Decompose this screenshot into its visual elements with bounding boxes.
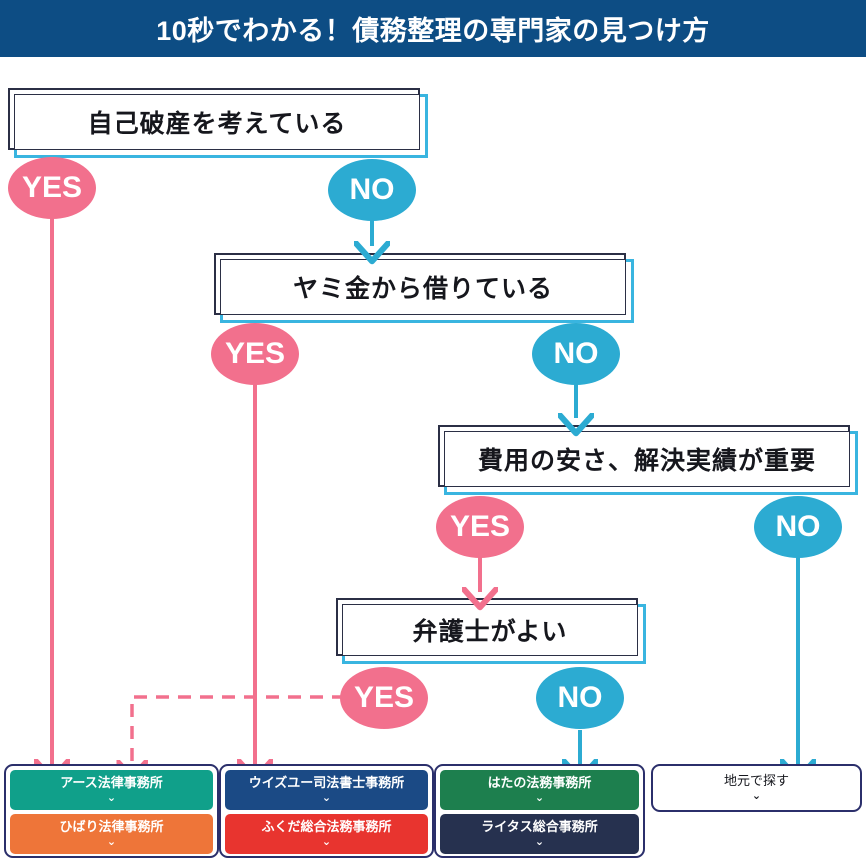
decision-label-q1: 自己破産を考えている (87, 110, 347, 138)
decision-box-q3: 費用の安さ、解決実績が重要 (438, 425, 858, 495)
chevron-down-icon: ⌄ (534, 835, 545, 848)
decision-box-q2: ヤミ金から借りている (214, 253, 634, 323)
badge-q3-no[interactable]: NO (754, 496, 842, 558)
result-card-raitasu[interactable]: ライタス総合事務所 ⌄ (440, 814, 639, 854)
badge-q4-no[interactable]: NO (536, 667, 624, 729)
result-card-label: ウイズユー司法書士事務所 (248, 775, 405, 791)
result-card-label: はたの法務事務所 (487, 775, 592, 791)
page-header: 10秒でわかる！債務整理の専門家の見つけ方 (0, 0, 866, 57)
result-group-2: ウイズユー司法書士事務所 ⌄ ふくだ総合法務事務所 ⌄ (219, 764, 434, 858)
chevron-down-icon: ⌄ (106, 835, 117, 848)
result-group-1: アース法律事務所 ⌄ ひばり法律事務所 ⌄ (4, 764, 219, 858)
badge-q2-yes-label: YES (224, 337, 286, 370)
result-card-earth[interactable]: アース法律事務所 ⌄ (10, 770, 213, 810)
result-local-search[interactable]: 地元で探す ⌄ (651, 764, 862, 812)
result-card-label: ふくだ総合法務事務所 (261, 819, 392, 835)
result-local-search-label: 地元で探す (723, 772, 789, 788)
chevron-down-icon: ⌄ (321, 791, 332, 804)
page-title: 10秒でわかる！債務整理の専門家の見つけ方 (156, 16, 710, 46)
decision-box-body: ヤミ金から借りている (220, 259, 626, 315)
chevron-down-icon: ⌄ (751, 790, 762, 803)
result-group-3: はたの法務事務所 ⌄ ライタス総合事務所 ⌄ (434, 764, 645, 858)
badge-q2-no-label: NO (553, 337, 599, 370)
connector-q4-yes-dashed (132, 695, 345, 764)
badge-q1-no-label: NO (349, 173, 395, 206)
decision-label-q2: ヤミ金から借りている (292, 275, 553, 303)
chevron-down-icon: ⌄ (321, 835, 332, 848)
badge-q4-yes[interactable]: YES (340, 667, 428, 729)
result-card-withyou[interactable]: ウイズユー司法書士事務所 ⌄ (225, 770, 428, 810)
decision-label-q4: 弁護士がよい (412, 618, 568, 646)
decision-box-body: 費用の安さ、解決実績が重要 (444, 431, 850, 487)
decision-box-q4: 弁護士がよい (336, 598, 646, 664)
result-card-label: アース法律事務所 (60, 775, 163, 791)
chevron-down-icon: ⌄ (106, 791, 117, 804)
decision-box-body: 自己破産を考えている (14, 94, 420, 150)
decision-box-q1: 自己破産を考えている (8, 88, 428, 158)
badge-q2-yes[interactable]: YES (211, 323, 299, 385)
decision-box-body: 弁護士がよい (342, 604, 638, 656)
badge-q1-yes[interactable]: YES (8, 157, 96, 219)
badge-q3-yes[interactable]: YES (436, 496, 524, 558)
chevron-down-icon: ⌄ (534, 791, 545, 804)
badge-q3-no-label: NO (775, 510, 821, 543)
result-card-hibari[interactable]: ひばり法律事務所 ⌄ (10, 814, 213, 854)
badge-q1-yes-label: YES (21, 171, 83, 204)
result-card-label: ひばり法律事務所 (59, 819, 164, 835)
badge-q4-no-label: NO (557, 681, 603, 714)
badge-q4-yes-label: YES (353, 681, 415, 714)
result-card-hatano[interactable]: はたの法務事務所 ⌄ (440, 770, 639, 810)
badge-q3-yes-label: YES (449, 510, 511, 543)
badge-q2-no[interactable]: NO (532, 323, 620, 385)
badge-q1-no[interactable]: NO (328, 159, 416, 221)
result-card-label: ライタス総合事務所 (481, 819, 598, 835)
result-card-fukuda[interactable]: ふくだ総合法務事務所 ⌄ (225, 814, 428, 854)
decision-label-q3: 費用の安さ、解決実績が重要 (477, 447, 816, 475)
